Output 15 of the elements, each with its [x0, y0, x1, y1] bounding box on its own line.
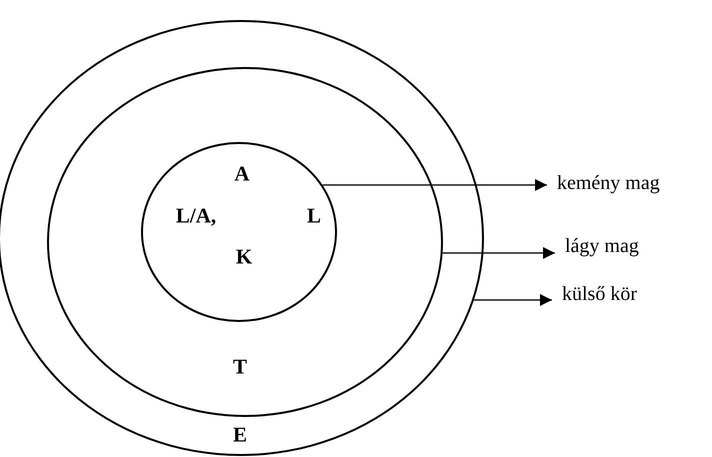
arrow	[474, 294, 552, 306]
callout-label: külső kör	[562, 283, 637, 305]
letter-label: L	[307, 206, 321, 226]
arrow	[442, 247, 555, 259]
inner-circle	[141, 142, 337, 322]
letter-label: K	[236, 246, 252, 268]
arrow	[322, 179, 547, 191]
letter-label: E	[233, 424, 247, 446]
letter-label: L/A,	[176, 206, 216, 226]
outer-circle	[0, 20, 484, 456]
letter-label: A	[234, 164, 250, 184]
callout-label: lágy mag	[565, 235, 639, 257]
middle-circle	[47, 67, 443, 417]
callout-label: kemény mag	[557, 172, 660, 194]
letter-label: T	[233, 356, 247, 378]
